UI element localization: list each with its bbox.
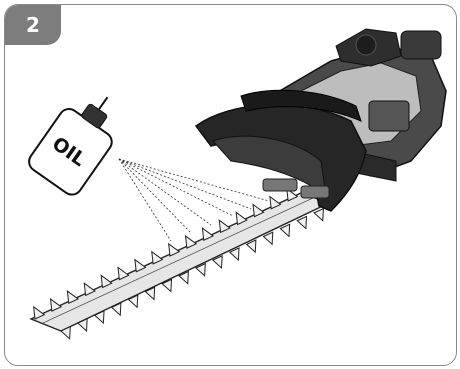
hedge-trimmer-blade (31, 189, 329, 339)
hedge-trimmer-illustration: OIL (5, 5, 456, 365)
oil-can: OIL (25, 81, 133, 199)
blade-tooth (314, 209, 323, 221)
front-handle-guard (196, 90, 366, 211)
illustration-frame: 2 OIL (4, 4, 457, 366)
